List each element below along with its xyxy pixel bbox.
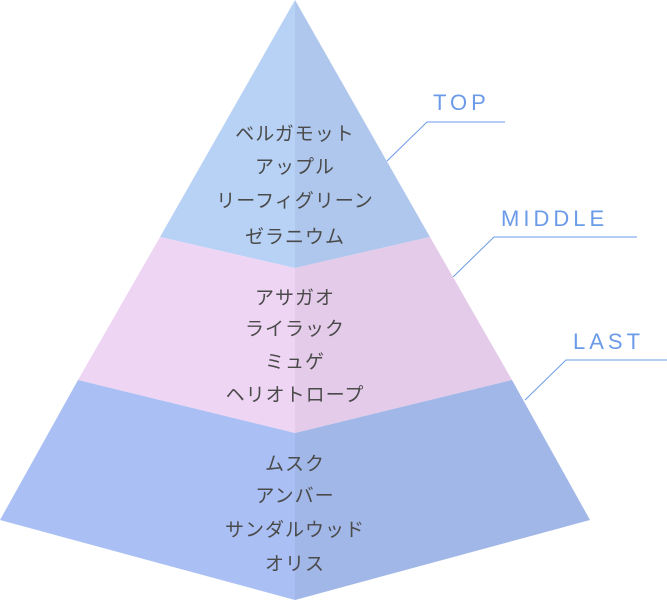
note-item: ベルガモット (235, 123, 354, 145)
tier-label-last: LAST (573, 329, 644, 354)
note-item: ミュゲ (265, 351, 325, 373)
tier-label-top: TOP (433, 90, 490, 115)
tier-last-right (295, 380, 590, 600)
tier-last-left (0, 380, 295, 600)
note-item: オリス (265, 553, 325, 575)
last-leader-line (524, 359, 667, 401)
note-item: ライラック (245, 318, 345, 340)
note-item: ゼラニウム (245, 226, 345, 248)
note-item: アンバー (255, 485, 334, 507)
note-item: ヘリオトロープ (226, 384, 365, 406)
tier-top-left (160, 0, 295, 268)
tier-top-right (295, 0, 430, 268)
note-item: ムスク (265, 453, 325, 475)
top-leader-line (386, 121, 505, 162)
tier-middle-left (78, 237, 295, 433)
note-item: サンダルウッド (225, 519, 365, 541)
note-item: アサガオ (255, 287, 335, 309)
tier-label-middle: MIDDLE (501, 206, 608, 231)
note-item: リーフィグリーン (216, 190, 374, 212)
note-item: アップル (255, 156, 335, 178)
tier-middle-right (295, 237, 512, 433)
middle-leader-line (452, 236, 637, 278)
